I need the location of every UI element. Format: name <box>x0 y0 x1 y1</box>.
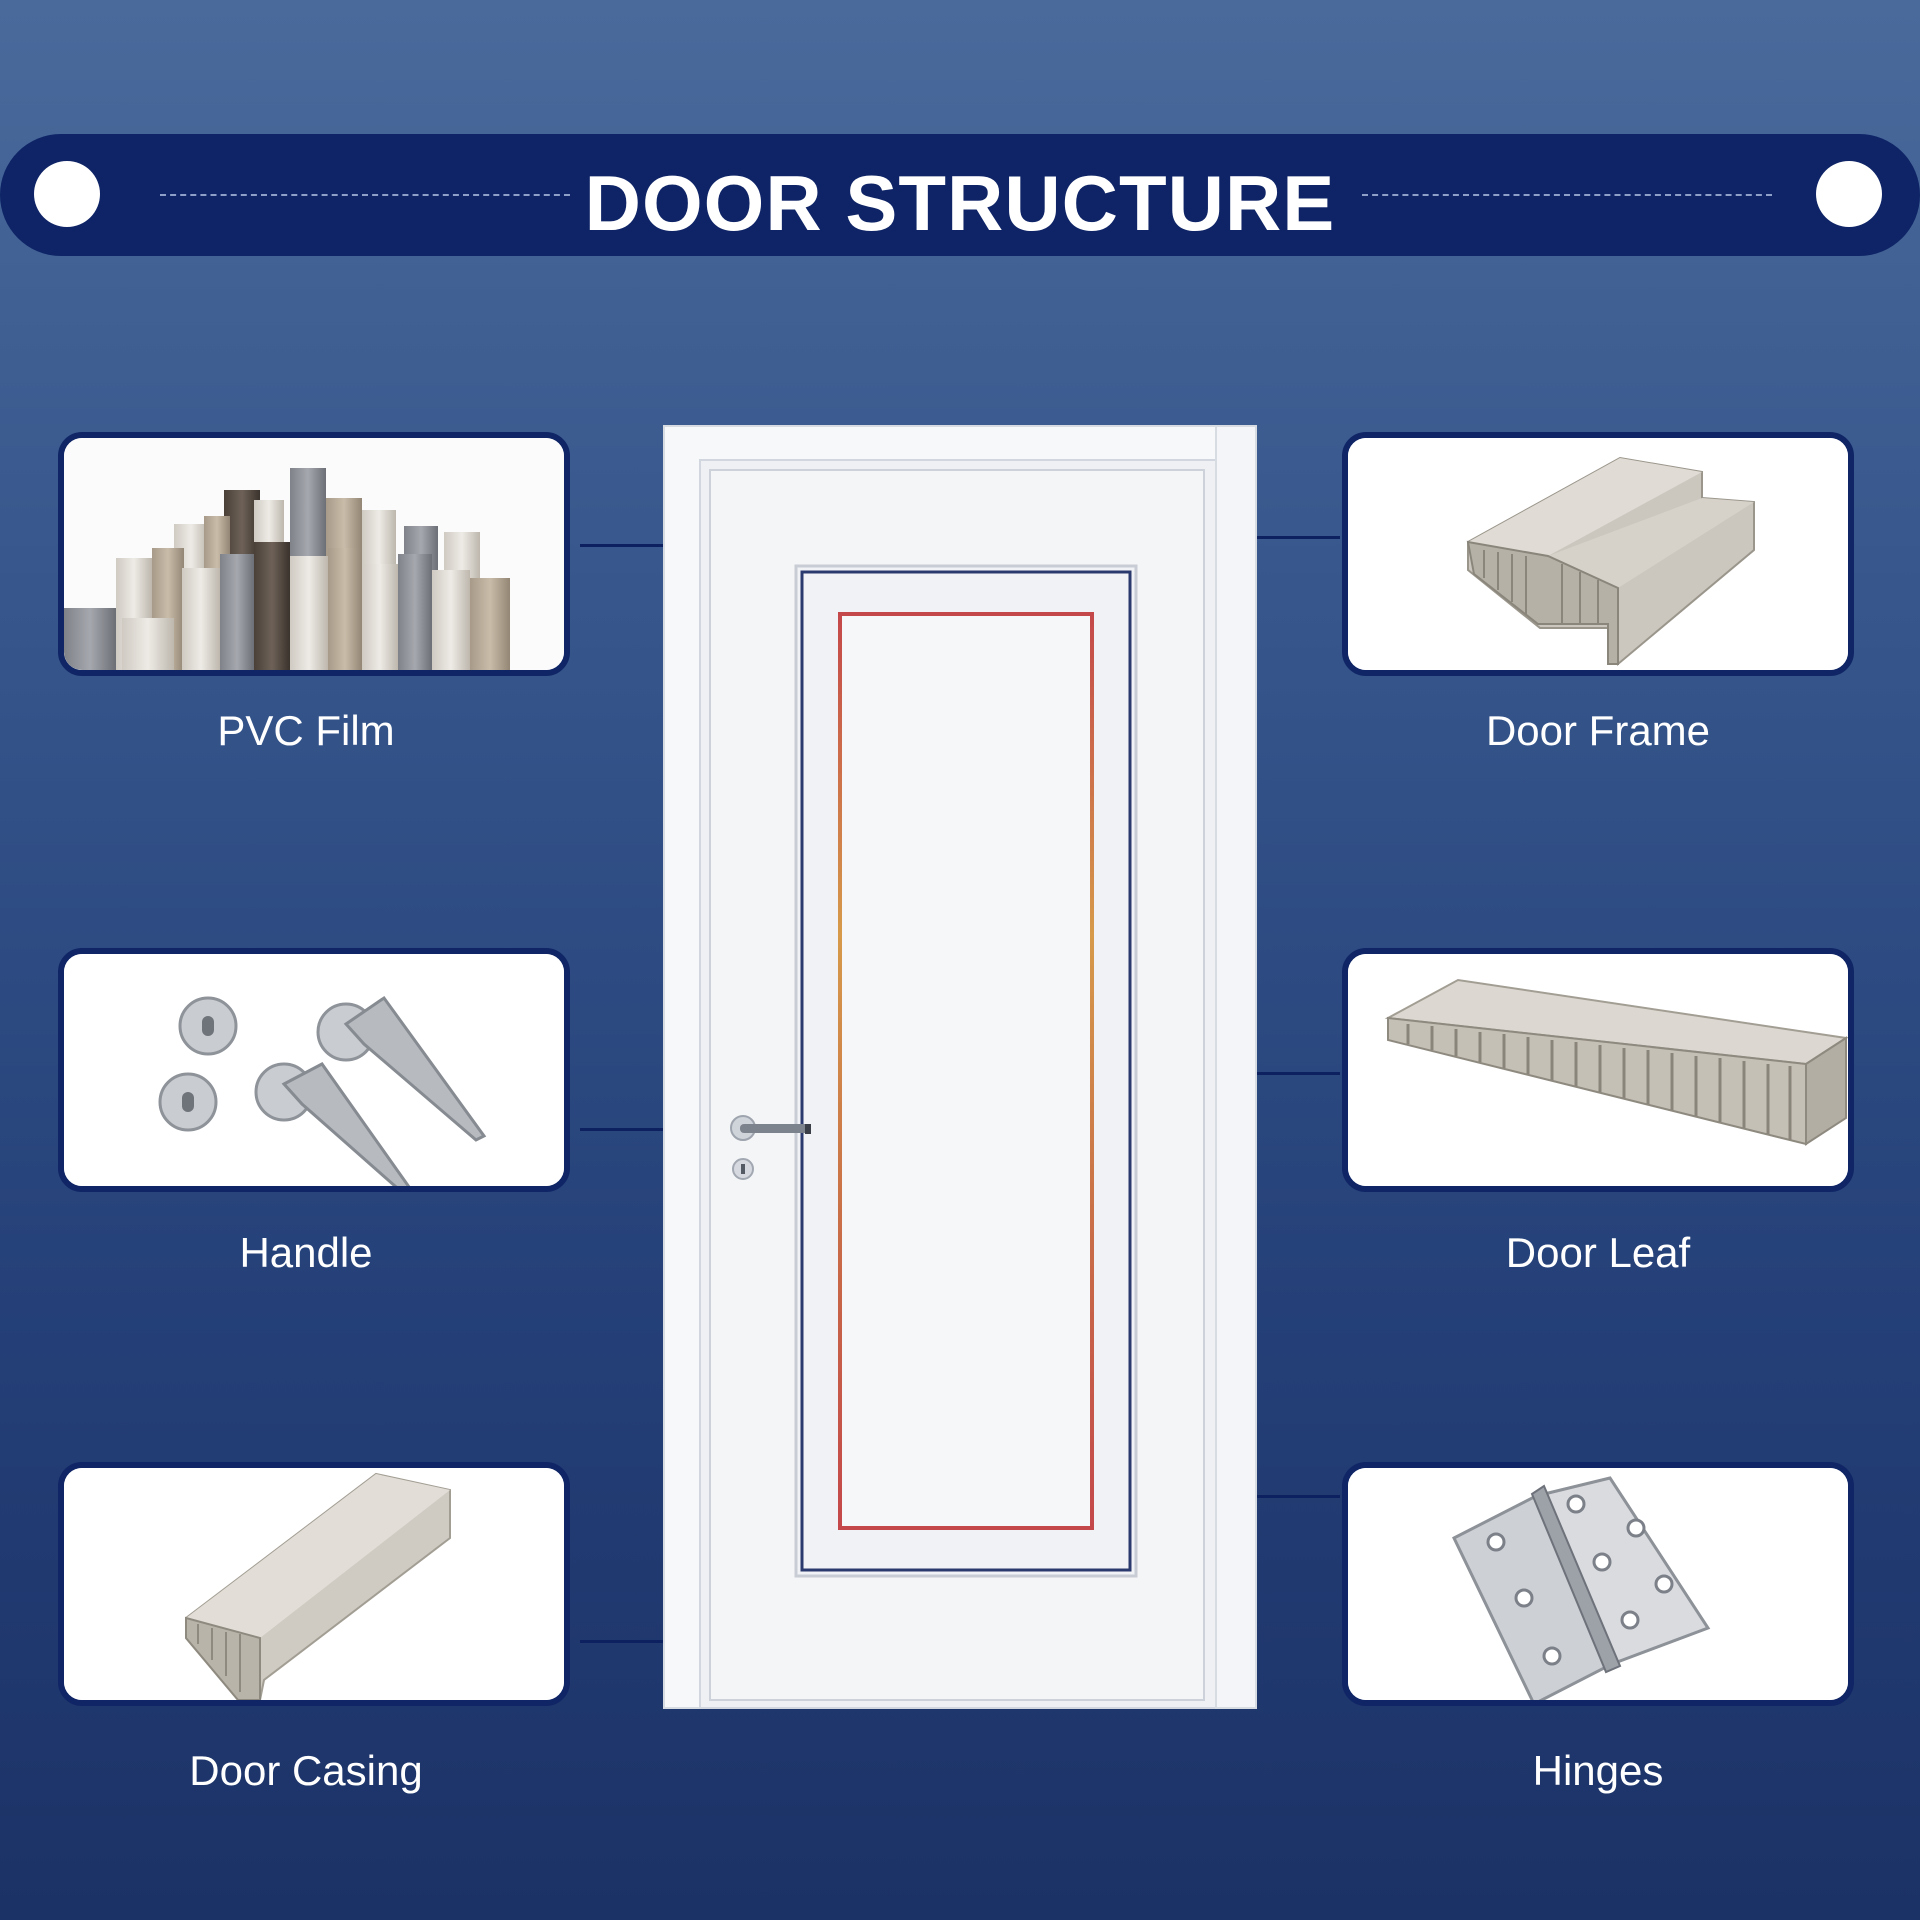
door-frame-image <box>1348 438 1848 670</box>
banner-dot-left <box>34 161 100 227</box>
label-pvc-film: PVC Film <box>217 707 395 754</box>
connector-hinges <box>1202 1495 1340 1498</box>
door-svg <box>663 425 1257 1709</box>
connector-handle <box>580 1128 730 1131</box>
card-handle <box>58 948 570 1192</box>
connector-door-frame <box>1240 536 1340 539</box>
card-door-casing <box>58 1462 570 1706</box>
connector-door-leaf <box>1202 1072 1340 1075</box>
label-door-frame: Door Frame <box>1485 707 1711 754</box>
page-title: DOOR STRUCTURE <box>584 159 1336 247</box>
label-handle: Handle <box>239 1229 373 1276</box>
hinges-image <box>1348 1468 1848 1700</box>
door-leaf-image <box>1348 954 1848 1186</box>
banner-dot-right <box>1816 161 1882 227</box>
door-illustration <box>660 424 1260 1710</box>
label-door-leaf: Door Leaf <box>1505 1229 1691 1276</box>
card-door-leaf <box>1342 948 1854 1192</box>
label-door-casing: Door Casing <box>189 1747 423 1794</box>
title-banner: DOOR STRUCTURE <box>0 134 1920 256</box>
card-pvc-film <box>58 432 570 676</box>
banner-dash-left <box>160 194 570 196</box>
label-hinges: Hinges <box>1532 1747 1664 1794</box>
card-hinges <box>1342 1462 1854 1706</box>
banner-dash-right <box>1362 194 1772 196</box>
handle-image <box>64 954 564 1186</box>
card-door-frame <box>1342 432 1854 676</box>
connector-door-casing <box>580 1640 710 1643</box>
pvc-film-rolls-image <box>64 438 564 670</box>
door-casing-image <box>64 1468 564 1700</box>
